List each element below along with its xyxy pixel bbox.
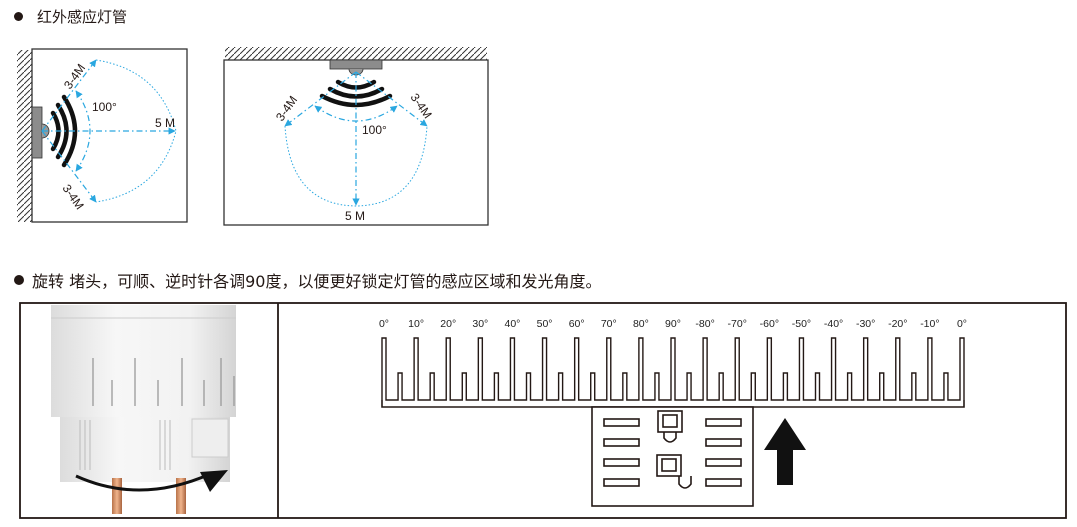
scale-label: 70° (601, 318, 617, 330)
bullet-icon (14, 275, 24, 285)
scale-label: 50° (537, 318, 553, 330)
scale-label: 80° (633, 318, 649, 330)
lock-closed-icon (657, 410, 683, 443)
scale-label: -70° (728, 318, 747, 330)
coverage-boundary (95, 59, 177, 203)
angle-label: 100° (362, 123, 387, 137)
lock-indicator-box (591, 406, 754, 507)
detection-rays (284, 71, 428, 206)
degree-scale: 0° 10° 20° 30° 40° 50° 60° 70° 80° 90° -80° -70° -60… (379, 318, 967, 408)
arrow-up-icon (764, 418, 806, 485)
sensor-body (31, 106, 43, 159)
ceiling-mount-diagram: 3-4M 3-4M 100° 5 M (223, 47, 489, 226)
scale-label: -10° (920, 318, 939, 330)
end-cap-photo (51, 305, 236, 514)
scale-label: -60° (760, 318, 779, 330)
scale-label: -80° (695, 318, 714, 330)
ceiling-hatch (225, 47, 487, 60)
distance-label: 5 M (155, 116, 175, 130)
wall-hatch (17, 50, 32, 222)
detection-rays (41, 59, 176, 203)
scale-label: -20° (888, 318, 907, 330)
wall-mount-diagram: 3-4M 3-4M 100° 5 M (17, 48, 188, 223)
distance-label: 5 M (345, 209, 365, 223)
rotation-panel: 0° 10° 20° 30° 40° 50° 60° 70° 80° 90° -80° -70° -60… (19, 302, 1067, 519)
rotation-arrow-icon (75, 472, 211, 492)
bullet-icon (14, 12, 23, 21)
section-title: 红外感应灯管 (37, 8, 128, 26)
scale-label: 0° (379, 318, 389, 330)
wall-frame (31, 48, 188, 223)
section-title: 旋转 堵头，可顺、逆时针各调90度，以便更好锁定灯管的感应区域和发光角度。 (32, 272, 602, 291)
scale-label: 30° (472, 318, 488, 330)
scale-label: -30° (856, 318, 875, 330)
scale-label: 0° (957, 318, 967, 330)
scale-label: 40° (504, 318, 520, 330)
scale-label: 60° (569, 318, 585, 330)
sensor-body (329, 59, 383, 70)
scale-label: 90° (665, 318, 681, 330)
section-heading-infrared: 红外感应灯管 (14, 6, 127, 27)
scale-labels: 0° 10° 20° 30° 40° 50° 60° 70° 80° 90° -80° -70° -60… (379, 318, 967, 330)
angle-label: 100° (92, 100, 117, 114)
scale-label: 20° (440, 318, 456, 330)
scale-label: 10° (408, 318, 424, 330)
coverage-boundary (284, 125, 428, 207)
scale-label: -50° (792, 318, 811, 330)
lock-open-icon (656, 454, 692, 489)
scale-label: -40° (824, 318, 843, 330)
section-heading-rotation: 旋转 堵头，可顺、逆时针各调90度，以便更好锁定灯管的感应区域和发光角度。 (14, 268, 601, 292)
